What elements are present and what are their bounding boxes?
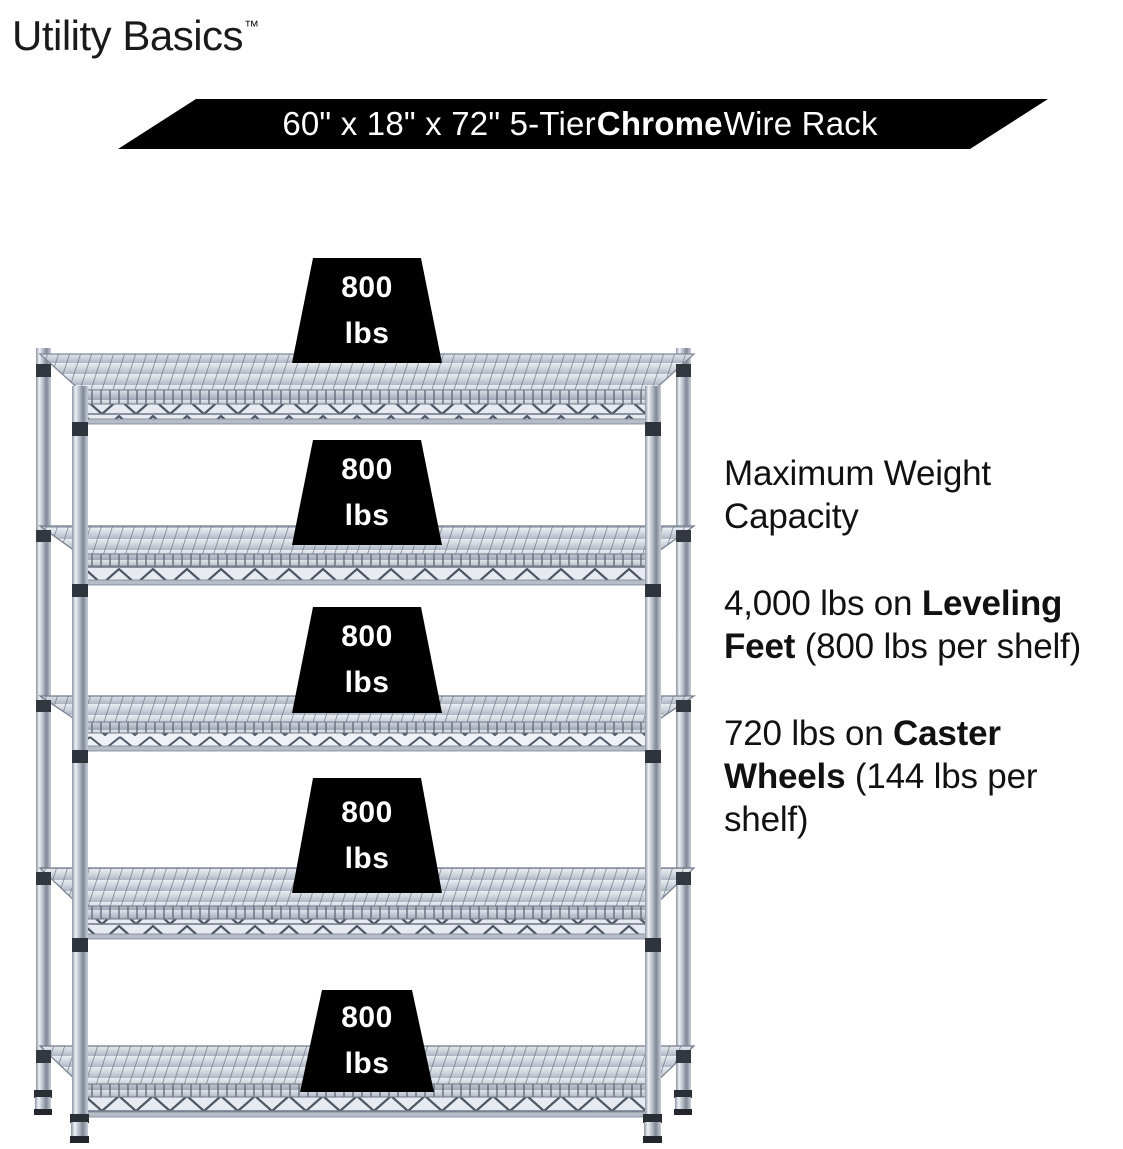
product-title-banner: 60" x 18" x 72" 5-Tier Chrome Wire Rack [118, 99, 1048, 149]
capacity-unit: lbs [344, 841, 390, 875]
caster-wheels-lead: 720 lbs on [724, 714, 894, 753]
capacity-unit: lbs [344, 1047, 390, 1080]
brand-name: Utility Basics [12, 12, 244, 59]
capacity-callout-tier-2: 800 lbs [292, 440, 442, 545]
capacity-value: 800 [341, 795, 393, 829]
shelf-tier-1 [36, 353, 696, 436]
capacity-value: 800 [341, 620, 393, 653]
capacity-callout-tier-4: 800 lbs [292, 778, 442, 893]
front-posts [72, 436, 661, 1080]
caster-wheels-tail: (144 lbs per shelf) [724, 757, 1038, 839]
shelf-tier-2 [36, 525, 696, 597]
leveling-feet-tail: (800 lbs per shelf) [795, 627, 1082, 666]
brand-logo: Utility Basics™ [12, 2, 260, 65]
capacity-copy-block: Maximum Weight Capacity 4,000 lbs on Lev… [724, 452, 1122, 841]
banner-text-after: Wire Rack [723, 105, 878, 142]
capacity-unit: lbs [344, 316, 390, 350]
caster-wheels-capacity-text: 720 lbs on Caster Wheels (144 lbs per sh… [724, 712, 1122, 841]
banner-text-highlight: Chrome [596, 105, 723, 142]
capacity-value: 800 [341, 452, 393, 486]
capacity-unit: lbs [344, 498, 390, 532]
leveling-feet-lead: 4,000 lbs on [724, 584, 922, 623]
banner-title-text: 60" x 18" x 72" 5-Tier Chrome Wire Rack [118, 99, 1048, 149]
capacity-heading: Maximum Weight Capacity [724, 454, 991, 536]
capacity-unit: lbs [344, 666, 390, 699]
leveling-feet-capacity-text: 4,000 lbs on Leveling Feet (800 lbs per … [724, 582, 1122, 668]
capacity-callout-tier-5: 800 lbs [300, 990, 434, 1092]
trademark-symbol: ™ [244, 18, 260, 35]
capacity-value: 800 [341, 270, 393, 304]
leveling-feet [34, 1090, 692, 1143]
banner-text-before: 60" x 18" x 72" 5-Tier [282, 105, 596, 142]
caster-wheels-emphasis: Caster Wheels [724, 714, 1001, 796]
capacity-callout-tier-1: 800 lbs [292, 258, 442, 363]
capacity-value: 800 [341, 1001, 393, 1034]
banner-background-shape [118, 99, 1048, 149]
capacity-callout-tier-3: 800 lbs [292, 607, 442, 713]
leveling-feet-emphasis: Leveling Feet [724, 584, 1063, 666]
